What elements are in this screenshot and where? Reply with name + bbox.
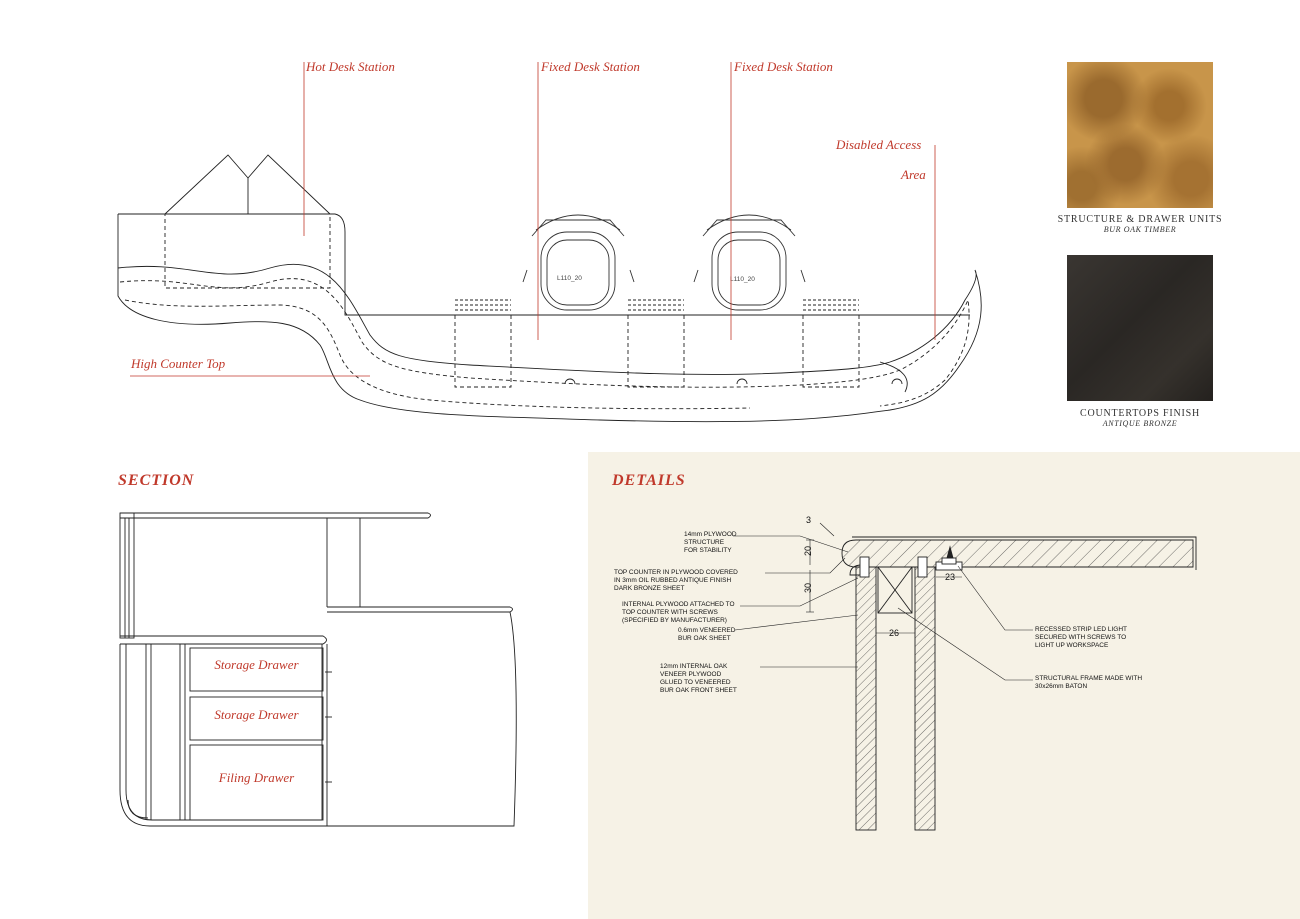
chair-code-2: L110_20 (730, 276, 755, 283)
swatch-subtitle-2: ANTIQUE BRONZE (1102, 419, 1178, 428)
swatch-title-1: STRUCTURE & DRAWER UNITS (1057, 214, 1223, 225)
fixed-desk-label-2: Fixed Desk Station (734, 59, 833, 74)
annotation-plywood-structure: 14mm PLYWOOD STRUCTURE FOR STABILITY (684, 531, 737, 554)
chair-2 (693, 214, 806, 311)
dimension-26: 26 (889, 628, 900, 638)
swatch-bur-oak (1067, 62, 1213, 208)
dimension-30: 30 (803, 582, 814, 594)
disabled-access-label: Disabled Access (836, 137, 922, 152)
dimension-20: 20 (803, 545, 814, 557)
swatch-subtitle-1: BUR OAK TIMBER (1103, 225, 1177, 234)
details-panel (588, 452, 1300, 919)
plan-leaders (130, 62, 936, 377)
hot-desk-label: Hot Desk Station (306, 59, 395, 74)
chair-code-1: L110_20 (557, 275, 582, 282)
swatch-antique-bronze (1067, 255, 1213, 401)
high-counter-label: High Counter Top (131, 356, 226, 371)
annotation-frame: STRUCTURAL FRAME MADE WITH 30x26mm BATON (1035, 675, 1143, 690)
annotation-veneer: 0.6mm VENEERED BUR OAK SHEET (678, 627, 736, 642)
section-view (119, 512, 517, 827)
area-label: Area (901, 167, 926, 182)
detail-view (733, 522, 1197, 831)
drawer-label-2: Storage Drawer (214, 707, 299, 722)
plan-view (117, 154, 982, 423)
annotation-internal-plywood: INTERNAL PLYWOOD ATTACHED TO TOP COUNTER… (622, 601, 735, 624)
swatch-title-2: COUNTERTOPS FINISH (1079, 408, 1201, 419)
swatch-caption-2: COUNTERTOPS FINISH ANTIQUE BRONZE (1050, 408, 1230, 428)
drawer-label-3: Filing Drawer (218, 770, 295, 785)
dimension-3: 3 (806, 515, 812, 525)
swatch-caption-1: STRUCTURE & DRAWER UNITS BUR OAK TIMBER (1050, 214, 1230, 234)
annotation-led: RECESSED STRIP LED LIGHT SECURED WITH SC… (1035, 626, 1127, 649)
fixed-desk-label-1: Fixed Desk Station (541, 59, 640, 74)
chair-1 (522, 214, 635, 311)
dimension-23: 23 (945, 572, 956, 582)
details-heading: DETAILS (612, 472, 686, 489)
section-heading: SECTION (118, 472, 195, 489)
drawer-label-1: Storage Drawer (214, 657, 299, 672)
annotation-internal-oak: 12mm INTERNAL OAK VENEER PLYWOOD GLUED T… (660, 663, 737, 694)
annotation-top-counter: TOP COUNTER IN PLYWOOD COVERED IN 3mm OI… (614, 569, 738, 592)
